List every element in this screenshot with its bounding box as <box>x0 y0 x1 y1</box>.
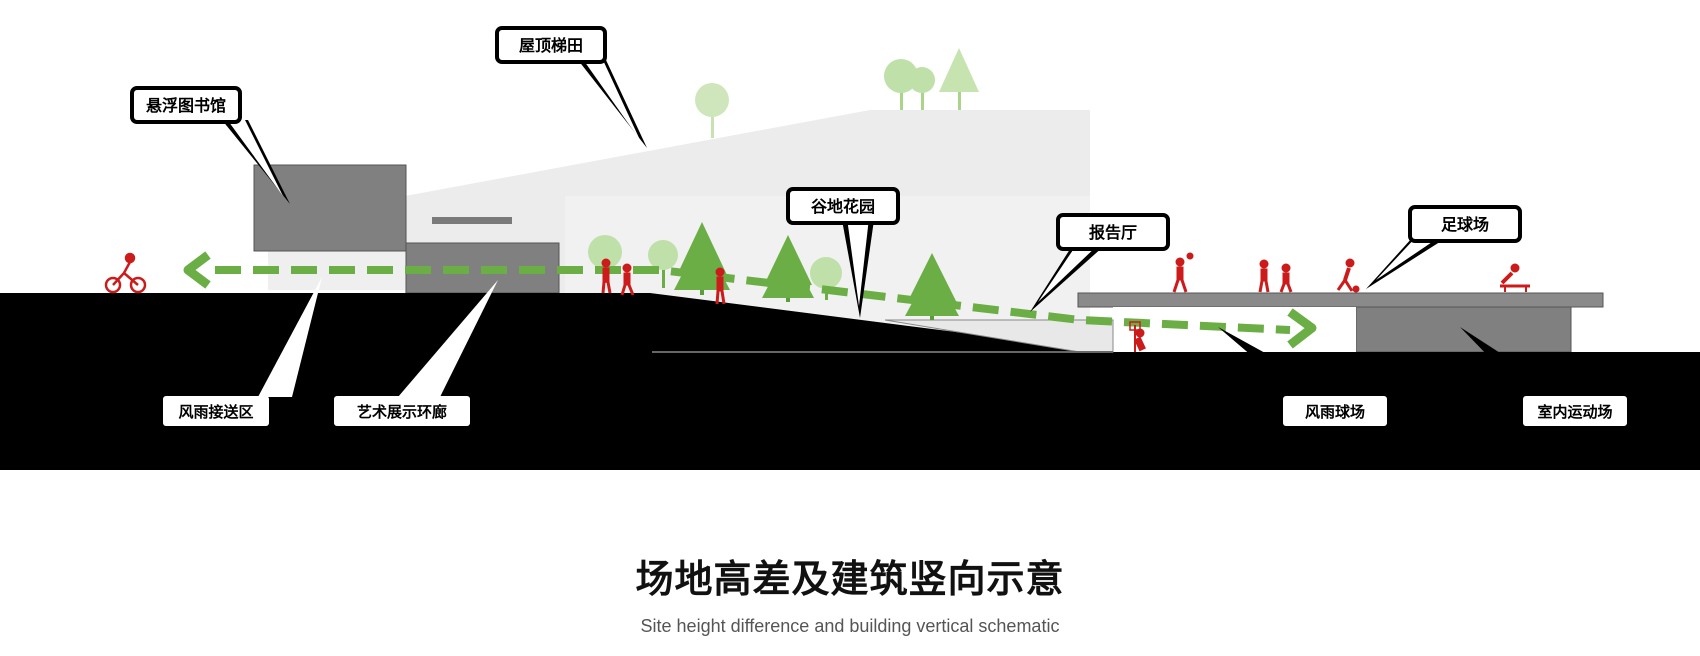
page-subtitle: Site height difference and building vert… <box>640 616 1060 636</box>
roof-trees <box>695 48 979 138</box>
tree-icon <box>909 67 935 110</box>
label-indoor-sports: 室内运动场 <box>1460 327 1627 426</box>
tree-icon <box>648 240 678 288</box>
fitness-icon <box>1500 263 1530 292</box>
label-covered-court-text: 风雨球场 <box>1305 403 1365 421</box>
arrow-right-head <box>1287 308 1317 349</box>
page-title: 场地高差及建筑竖向示意 <box>635 557 1065 601</box>
label-indoor-sports-text: 室内运动场 <box>1537 403 1612 421</box>
tree-icon <box>810 257 842 300</box>
figures <box>104 252 1530 352</box>
basketball-player-icon <box>1129 321 1146 352</box>
person-icon <box>620 263 635 296</box>
callout-library-text: 悬浮图书馆 <box>145 96 226 115</box>
callout-valley-garden-text: 谷地花园 <box>811 197 875 216</box>
callout-auditorium-text: 报告厅 <box>1089 223 1137 242</box>
label-covered-court: 风雨球场 <box>1218 327 1387 426</box>
person-icon <box>715 267 726 305</box>
football-deck <box>1077 292 1604 308</box>
circulation-path <box>183 251 1317 349</box>
tree-icon <box>939 48 979 110</box>
label-art-corridor: 艺术展示环廊 <box>334 280 498 426</box>
library-block <box>253 164 407 252</box>
callout-football-field: 足球场 <box>1366 205 1522 289</box>
tree-icon <box>695 83 729 138</box>
label-art-corridor-text: 艺术展示环廊 <box>357 403 447 421</box>
basketball-player-icon <box>1172 252 1194 293</box>
soccer-player-icon <box>1279 263 1293 293</box>
tree-icon <box>884 59 918 110</box>
callout-library: 悬浮图书馆 <box>130 86 290 204</box>
person-icon <box>601 258 612 294</box>
library-slab <box>432 217 512 224</box>
callout-auditorium: 报告厅 <box>1030 213 1170 312</box>
arrow-left-head <box>183 251 211 289</box>
cyclist-icon <box>104 252 147 294</box>
callout-roof-terraces-text: 屋顶梯田 <box>519 36 583 55</box>
callout-football-field-text: 足球场 <box>1441 215 1489 234</box>
covered-court-space <box>1113 307 1356 352</box>
callout-roof-terraces: 屋顶梯田 <box>495 26 647 148</box>
runner-icon <box>1336 258 1360 293</box>
label-dropoff: 风雨接送区 <box>163 277 322 426</box>
soccer-player-icon <box>1258 259 1270 293</box>
callout-valley-garden: 谷地花园 <box>786 187 900 318</box>
label-dropoff-text: 风雨接送区 <box>178 403 253 421</box>
